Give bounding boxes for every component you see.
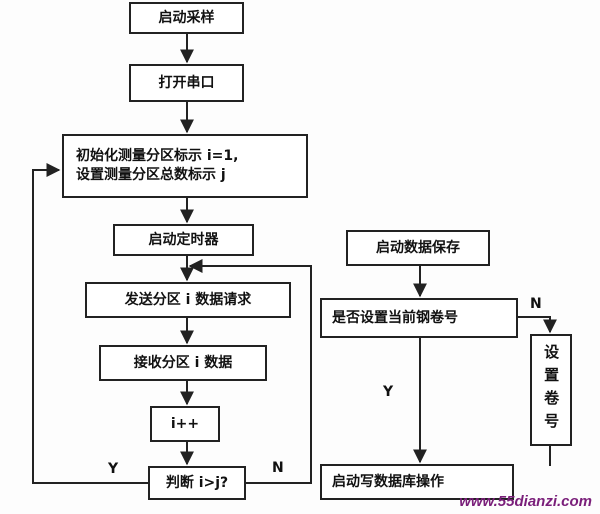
start-save-node: 启动数据保存 — [346, 230, 490, 266]
coil-no-label: N — [530, 296, 542, 312]
init-line-2: 设置测量分区总数标示 j — [76, 167, 226, 183]
receive-data-node: 接收分区 i 数据 — [99, 345, 267, 381]
judge-no-label: N — [272, 460, 284, 476]
loop-yes-to-init — [32, 163, 148, 484]
check-coil-node: 是否设置当前钢卷号 — [320, 298, 518, 338]
site-watermark: www.55dianzi.com — [459, 493, 592, 510]
init-partition-node: 初始化测量分区标示 i=1, 设置测量分区总数标示 j — [62, 134, 308, 198]
write-db-node: 启动写数据库操作 — [320, 464, 514, 500]
judge-node: 判断 i>j? — [148, 466, 246, 500]
arrow-check-to-setcoil-no — [518, 316, 557, 334]
open-serial-node: 打开串口 — [129, 64, 244, 102]
loop-no-to-send — [188, 259, 312, 484]
set-coil-node: 设置卷号 — [530, 334, 572, 446]
send-request-node: 发送分区 i 数据请求 — [85, 282, 291, 318]
coil-yes-label: Y — [383, 384, 394, 400]
start-sampling-node: 启动采样 — [129, 2, 244, 34]
init-line-1: 初始化测量分区标示 i=1, — [76, 148, 239, 165]
start-timer-node: 启动定时器 — [113, 224, 254, 256]
judge-yes-label: Y — [108, 461, 119, 477]
increment-node: i++ — [150, 406, 220, 442]
